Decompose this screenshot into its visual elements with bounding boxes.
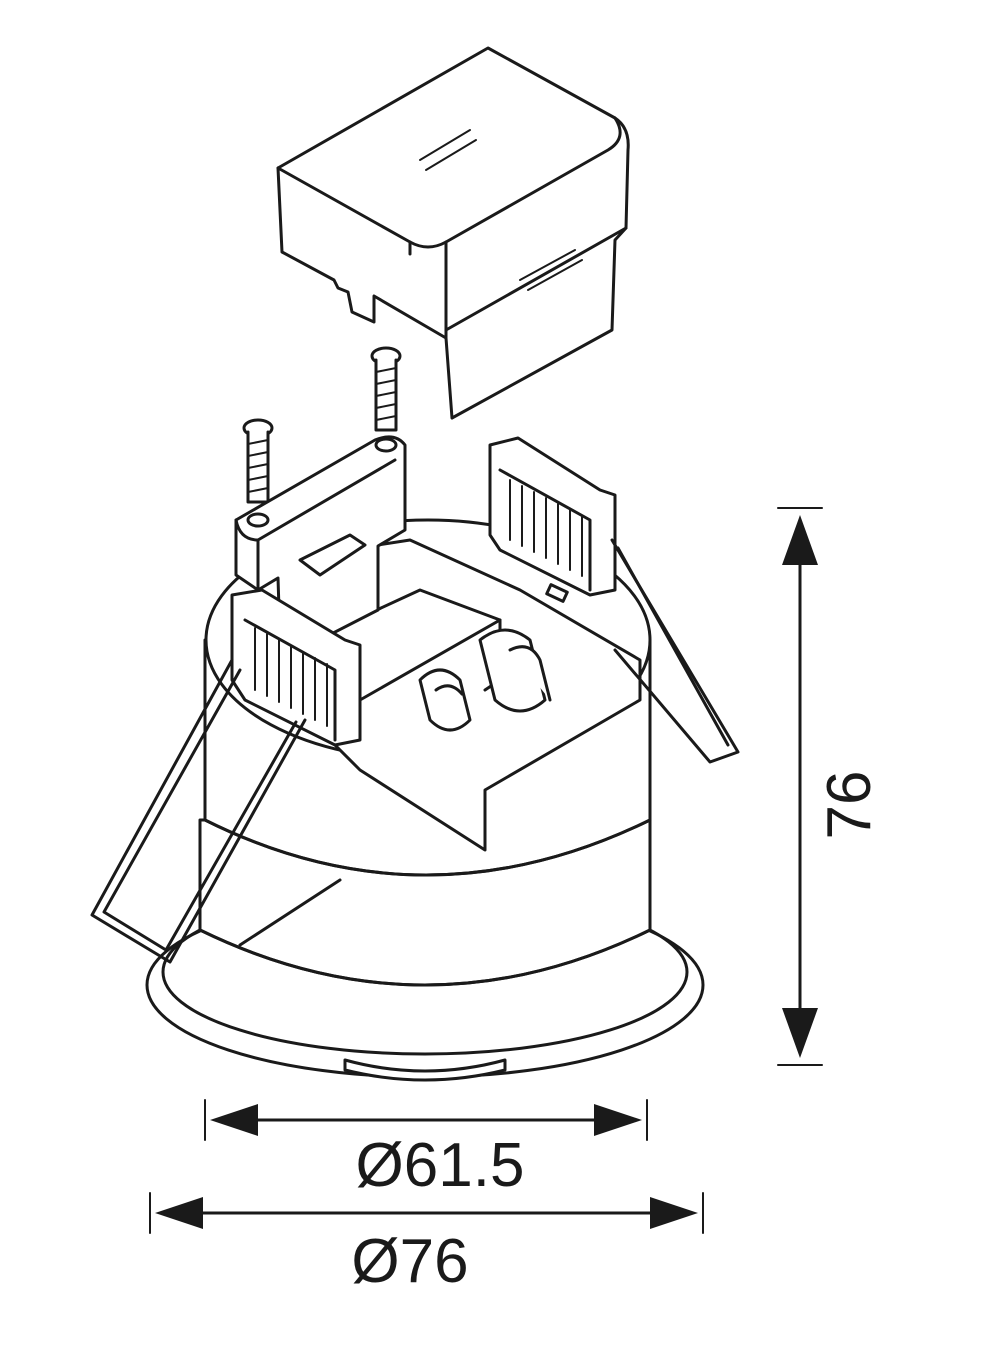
height-arrow-top bbox=[782, 515, 818, 565]
spring-clip-right bbox=[488, 436, 740, 764]
inner-diameter-label: Ø61.5 bbox=[356, 1131, 525, 1200]
terminal-block bbox=[278, 538, 642, 852]
height-label: 76 bbox=[815, 771, 884, 840]
outer-diameter-arrow-left bbox=[155, 1197, 203, 1229]
inner-diameter-dimension: Ø61.5 bbox=[204, 1099, 648, 1200]
inner-diameter-arrow-right bbox=[594, 1104, 642, 1136]
screw-left bbox=[242, 418, 274, 504]
outer-diameter-dimension: Ø76 bbox=[149, 1192, 704, 1296]
outer-diameter-label: Ø76 bbox=[351, 1227, 468, 1296]
height-arrow-bottom bbox=[782, 1008, 818, 1058]
spring-clip-left bbox=[90, 588, 362, 964]
height-dimension: 76 bbox=[777, 507, 884, 1066]
junction-box-cover bbox=[276, 46, 630, 420]
screw-right bbox=[370, 346, 402, 432]
inner-diameter-arrow-left bbox=[210, 1104, 258, 1136]
outer-diameter-arrow-right bbox=[650, 1197, 698, 1229]
